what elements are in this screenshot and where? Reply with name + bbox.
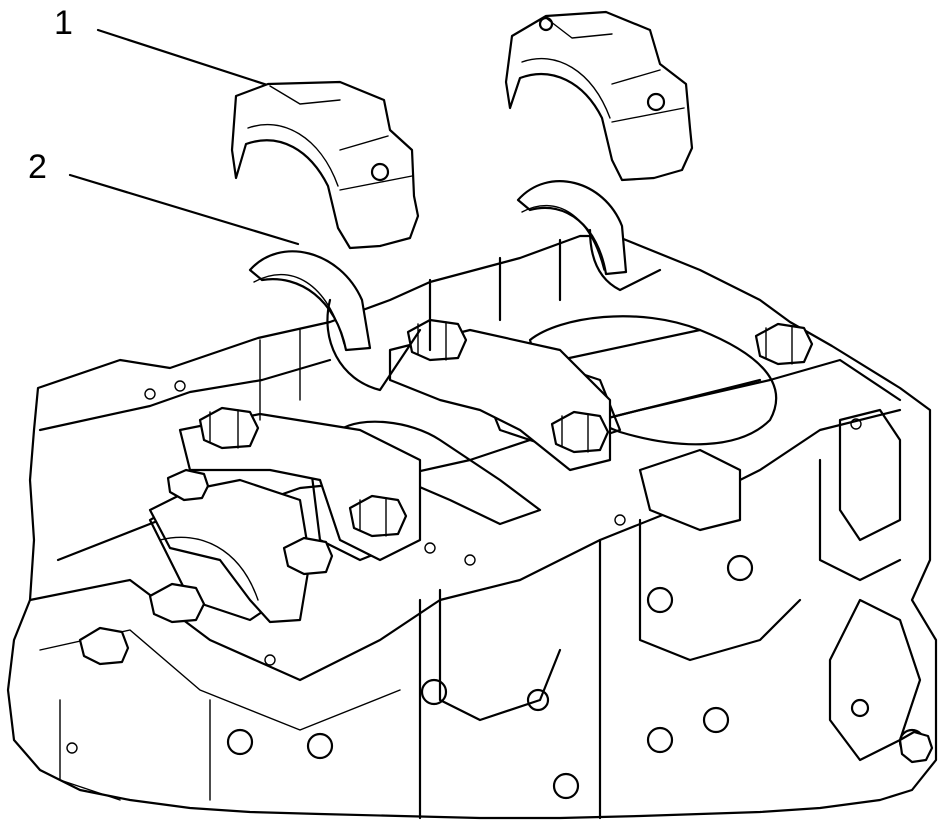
bolt [898, 730, 934, 764]
bolt [348, 494, 408, 538]
bolt [198, 406, 260, 450]
bolt [166, 468, 210, 502]
bolt [282, 536, 334, 576]
bolt [148, 582, 206, 624]
block-saddles [259, 228, 662, 421]
callout-label-2: 2 [28, 148, 47, 186]
installed-bearing-caps [148, 328, 742, 624]
callout-label-1: 1 [54, 4, 73, 42]
block-bosses [66, 350, 926, 800]
engine-block [6, 234, 938, 820]
leader-line-2 [68, 173, 300, 246]
bolt [406, 318, 468, 362]
bolt [754, 322, 814, 366]
cap-bolts [78, 318, 934, 764]
bolt [78, 626, 130, 666]
main-bearing-cap-item-1 [230, 10, 694, 250]
bolt [550, 410, 610, 454]
bearing-shell-item-2 [248, 180, 628, 352]
